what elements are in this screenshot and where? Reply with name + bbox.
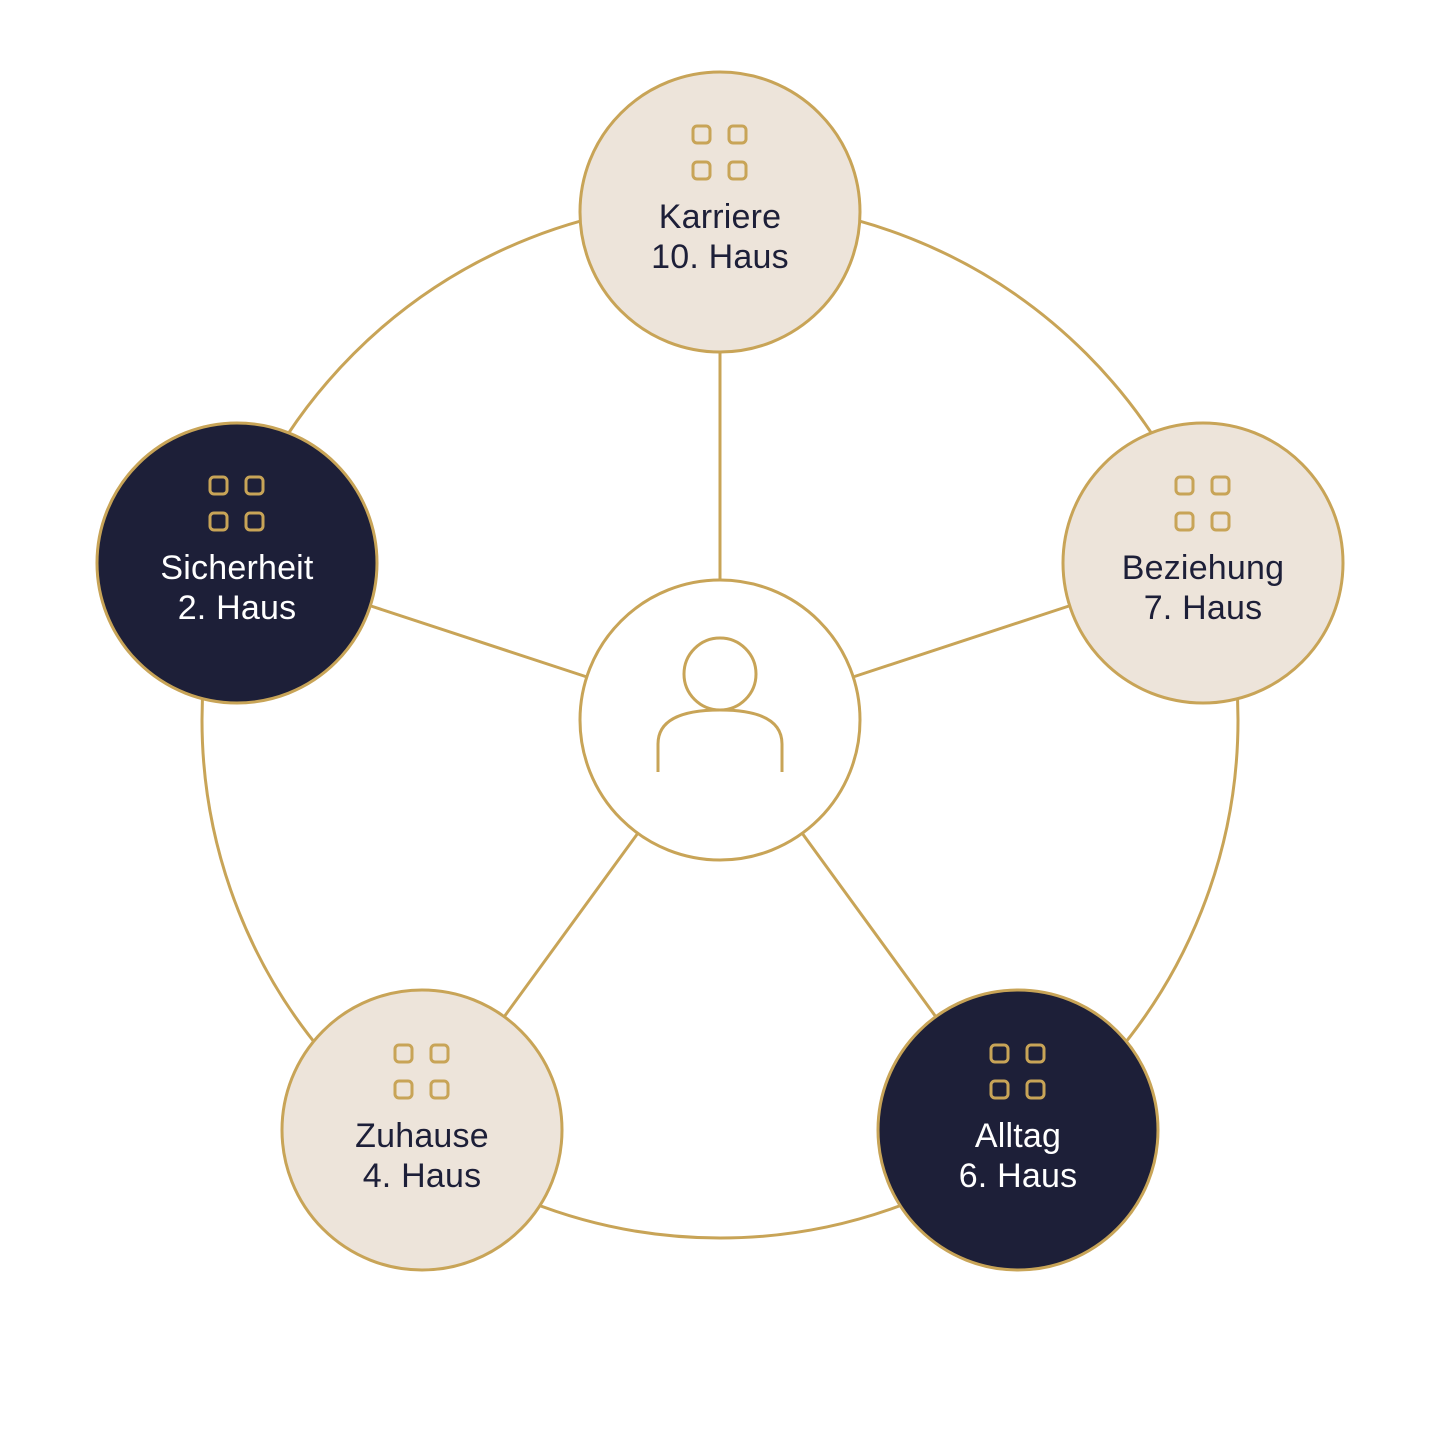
- grid-icon: [393, 1043, 450, 1100]
- node-sicherheit-circle: [95, 421, 379, 705]
- spoke-alltag: [800, 832, 938, 1018]
- node-beziehung-circle: [1061, 421, 1345, 705]
- node-subtitle: 6. Haus: [959, 1157, 1078, 1195]
- node-karriere[interactable]: Karriere 10. Haus: [578, 70, 862, 354]
- node-title: Beziehung: [1122, 549, 1285, 587]
- grid-icon: [208, 475, 265, 532]
- node-subtitle: 2. Haus: [178, 589, 297, 627]
- spoke-beziehung: [852, 604, 1070, 679]
- spoke-zuhause: [502, 832, 640, 1018]
- node-title: Zuhause: [355, 1117, 489, 1155]
- person-icon: [656, 636, 784, 772]
- spokes: [370, 352, 1070, 1018]
- grid-icon: [691, 124, 748, 181]
- node-beziehung[interactable]: Beziehung 7. Haus: [1061, 421, 1345, 705]
- grid-icon: [989, 1043, 1046, 1100]
- grid-icon: [1174, 475, 1231, 532]
- node-zuhause[interactable]: Zuhause 4. Haus: [280, 988, 564, 1272]
- center-circle: [578, 578, 862, 862]
- node-subtitle: 7. Haus: [1144, 589, 1263, 627]
- node-subtitle: 4. Haus: [363, 1157, 482, 1195]
- node-alltag[interactable]: Alltag 6. Haus: [876, 988, 1160, 1272]
- node-karriere-circle: [578, 70, 862, 354]
- spoke-sicherheit: [370, 604, 588, 679]
- node-sicherheit[interactable]: Sicherheit 2. Haus: [95, 421, 379, 705]
- center-node: [578, 578, 862, 862]
- node-title: Karriere: [659, 198, 782, 236]
- node-zuhause-circle: [280, 988, 564, 1272]
- node-alltag-circle: [876, 988, 1160, 1272]
- node-subtitle: 10. Haus: [651, 238, 789, 276]
- node-title: Alltag: [975, 1117, 1061, 1155]
- node-title: Sicherheit: [160, 549, 314, 587]
